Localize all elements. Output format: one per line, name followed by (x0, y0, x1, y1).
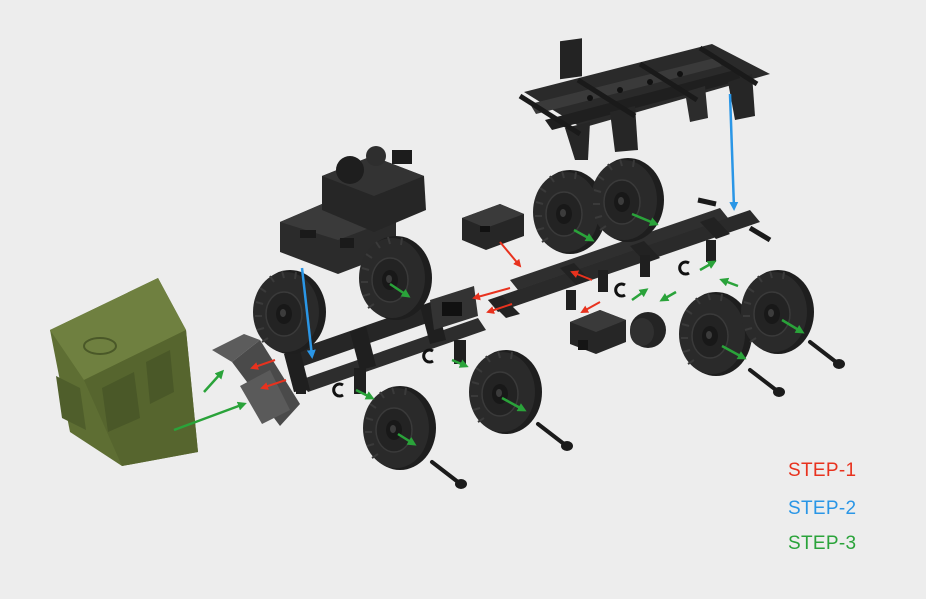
battery-box (570, 310, 626, 354)
legend-step-3: STEP-3 (788, 533, 857, 554)
c-clip (614, 282, 627, 298)
spare-wheel (630, 312, 666, 348)
fuel-tank (462, 204, 524, 250)
step1-arrows (250, 241, 601, 390)
legend-step-2: STEP-2 (788, 498, 857, 519)
wheel (468, 349, 543, 435)
step3-arrows (173, 212, 805, 446)
wheel (252, 269, 327, 355)
wheel (358, 235, 433, 321)
wheel (740, 269, 815, 355)
cargo-rack (518, 38, 770, 160)
truck-cab (50, 278, 198, 466)
c-clip (332, 382, 345, 398)
legend-step-1: STEP-1 (788, 460, 857, 481)
c-clip (678, 260, 691, 276)
step2-arrows (300, 93, 739, 359)
axle-pin (536, 422, 575, 453)
wheel (362, 385, 437, 471)
front-chassis-frame (284, 286, 486, 394)
wheel (590, 157, 665, 243)
wheel (678, 291, 753, 377)
axle-pin (430, 460, 469, 491)
axle-pin (808, 340, 847, 371)
axle-pin (748, 368, 787, 399)
c-clip (422, 348, 435, 364)
